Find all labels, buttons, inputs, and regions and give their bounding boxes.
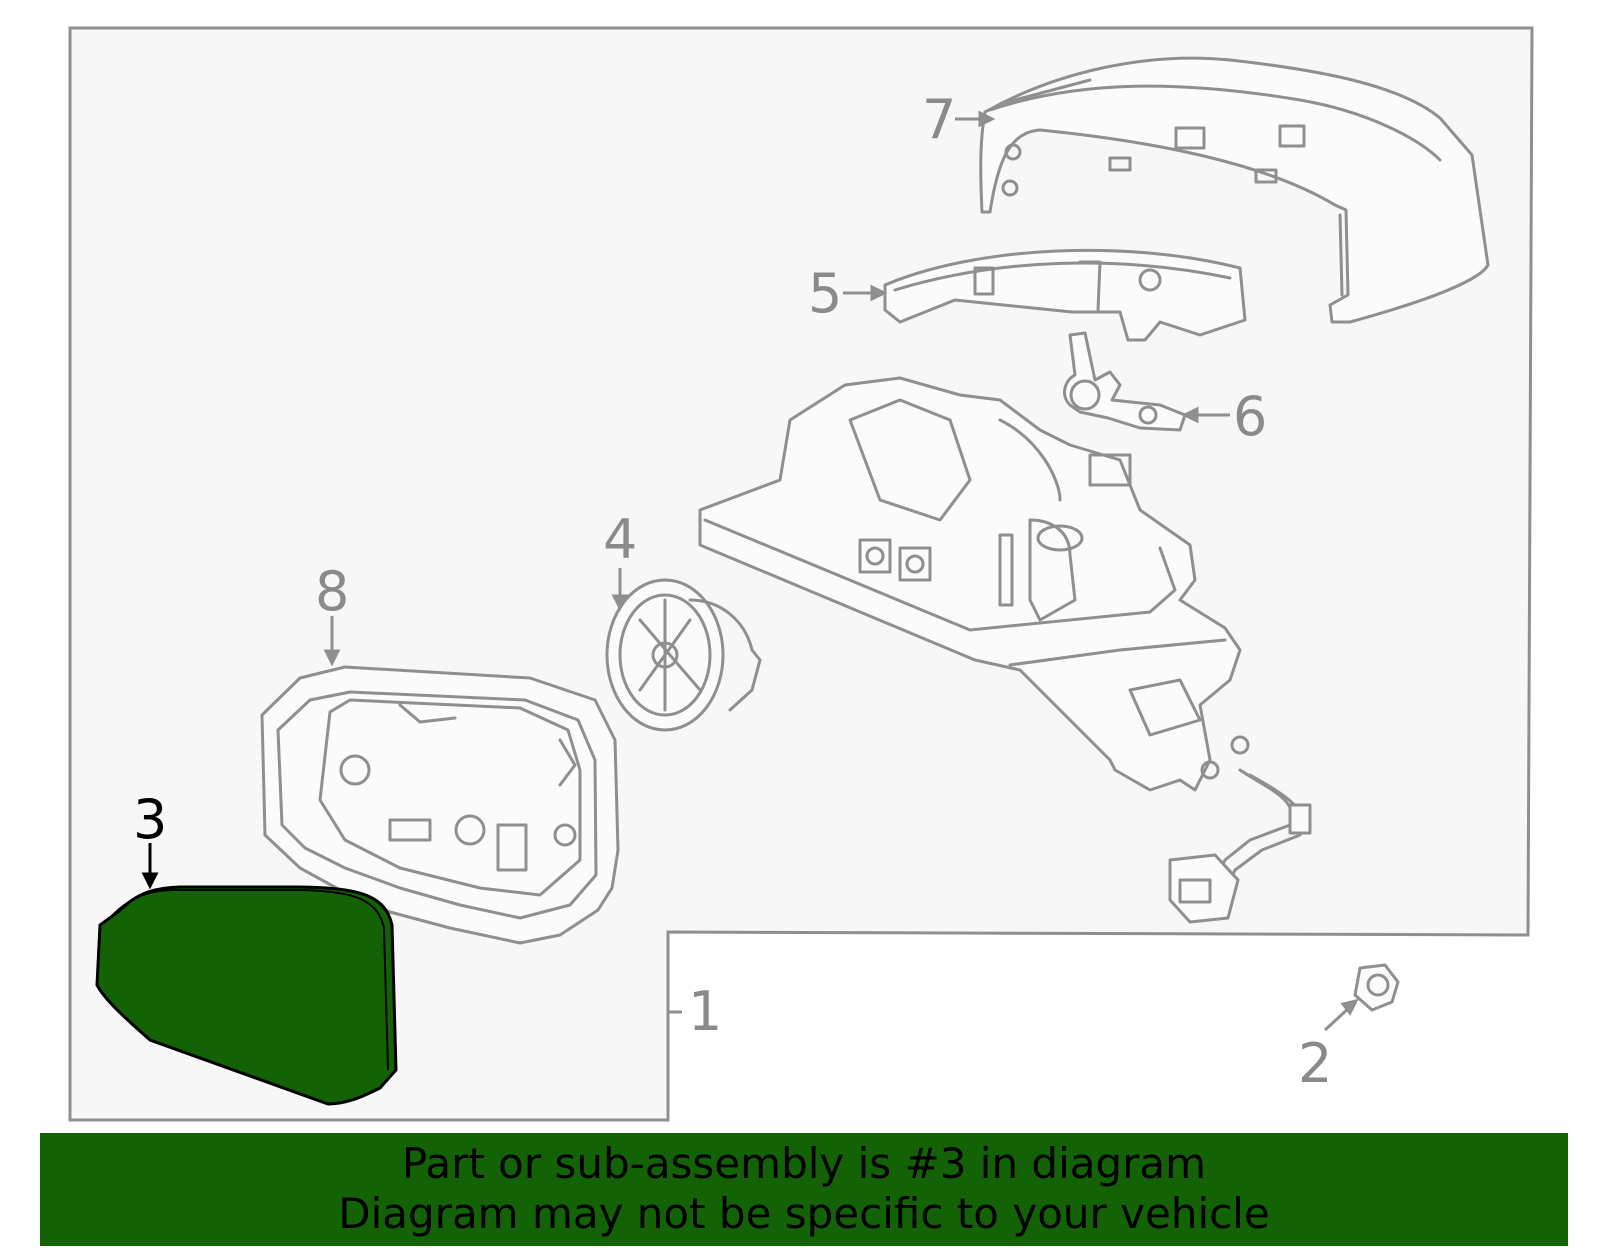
part-8-housing[interactable] xyxy=(260,665,620,945)
label-4: 4 xyxy=(603,508,637,571)
leader-lines xyxy=(323,110,1359,1032)
label-5: 5 xyxy=(808,262,842,325)
label-7: 7 xyxy=(922,88,956,151)
label-1: 1 xyxy=(688,980,722,1043)
mirror-base-assembly[interactable] xyxy=(698,376,1312,924)
part-3-mirror-glass[interactable] xyxy=(95,885,398,1106)
label-8: 8 xyxy=(315,560,349,623)
info-banner: Part or sub-assembly is #3 in diagram Di… xyxy=(40,1133,1568,1246)
part-7-mirror-cap[interactable] xyxy=(979,56,1490,324)
part-5-turn-signal-lamp[interactable] xyxy=(883,248,1247,342)
leader-line-3 xyxy=(141,843,159,890)
label-3: 3 xyxy=(133,788,167,851)
banner-line-2: Diagram may not be specific to your vehi… xyxy=(338,1189,1270,1238)
part-6-bracket[interactable] xyxy=(1063,331,1187,432)
part-2-nut[interactable] xyxy=(1353,963,1400,1012)
banner-line-1: Part or sub-assembly is #3 in diagram xyxy=(401,1139,1207,1188)
label-6: 6 xyxy=(1233,385,1267,448)
part-4-actuator[interactable] xyxy=(605,578,762,732)
label-2: 2 xyxy=(1298,1032,1332,1095)
